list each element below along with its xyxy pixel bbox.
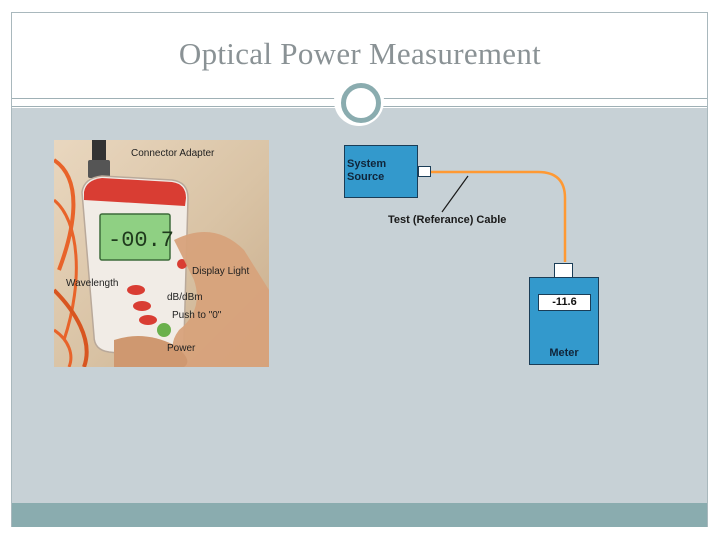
system-source-box: System Source [344,145,418,198]
source-port [418,166,431,177]
label-wavelength: Wavelength [66,278,119,289]
meter-port [554,263,573,278]
label-display-light: Display Light [192,266,250,277]
cable-illustration [431,170,567,262]
power-meter-illustration: -00.7 [54,140,269,367]
test-cable [431,170,567,262]
cable-pointer-line [441,175,469,213]
cable-label: Test (Referance) Cable [388,214,507,226]
slide-title: Optical Power Measurement [178,36,542,71]
meter-label: Meter [549,347,579,359]
circle-ornament [334,76,384,126]
power-meter-photo: -00.7 Connector Adapter Display Light Wa… [54,140,269,367]
system-source-label: System Source [347,158,387,183]
meter-box: -11.6 Meter [529,277,599,365]
label-connector-adapter: Connector Adapter [131,148,215,159]
bottom-bar [12,503,707,527]
label-power: Power [167,343,196,354]
label-push-to-zero: Push to "0" [172,310,222,321]
measurement-diagram: System Source Test (Referance) Cable -11… [330,140,610,370]
meter-display: -11.6 [538,294,591,311]
label-db-dbm: dB/dBm [167,292,203,303]
photo-display-reading: -00.7 [108,228,174,253]
